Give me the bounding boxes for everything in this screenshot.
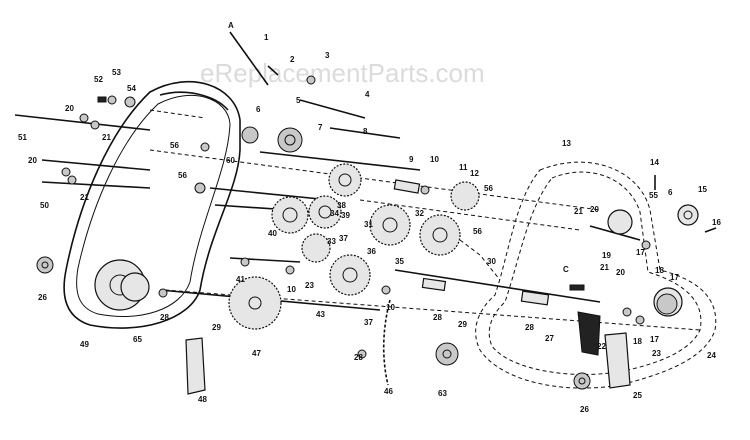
callout-41: 41 bbox=[236, 275, 245, 284]
callout-12: 12 bbox=[470, 169, 479, 178]
callout-60: 60 bbox=[226, 156, 235, 165]
callout-23-left: 23 bbox=[305, 281, 314, 290]
callout-35: 35 bbox=[395, 257, 404, 266]
callout-29-right: 29 bbox=[458, 320, 467, 329]
callout-63: 63 bbox=[438, 389, 447, 398]
callout-20-c: 20 bbox=[590, 205, 599, 214]
callout-56-a: 56 bbox=[170, 141, 179, 150]
callout-33: 33 bbox=[327, 237, 336, 246]
drive-chain bbox=[382, 239, 501, 386]
callout-54: 54 bbox=[127, 84, 136, 93]
callout-20-d: 20 bbox=[616, 268, 625, 277]
callout-8: 8 bbox=[363, 127, 368, 136]
callout-48: 48 bbox=[198, 395, 207, 404]
callout-39: 39 bbox=[341, 211, 350, 220]
callout-labels: A C 1 2 3 4 5 6 6 7 8 9 10 10 10 11 12 1… bbox=[18, 21, 721, 414]
left-chain-case bbox=[63, 80, 241, 329]
callout-51: 51 bbox=[18, 133, 27, 142]
callout-A: A bbox=[228, 21, 234, 30]
callout-52: 52 bbox=[94, 75, 103, 84]
callout-25: 25 bbox=[633, 391, 642, 400]
callout-26-right: 26 bbox=[580, 405, 589, 414]
callout-6-right: 6 bbox=[668, 188, 673, 197]
callout-19: 19 bbox=[602, 251, 611, 260]
callout-31: 31 bbox=[364, 220, 373, 229]
callout-37-low: 37 bbox=[364, 318, 373, 327]
callout-46: 46 bbox=[384, 387, 393, 396]
callout-C: C bbox=[563, 265, 569, 274]
callout-18-b: 18 bbox=[633, 337, 642, 346]
watermark: eReplacementParts.com bbox=[200, 58, 485, 88]
callout-2: 2 bbox=[290, 55, 295, 64]
callout-32: 32 bbox=[415, 209, 424, 218]
callout-20-a: 20 bbox=[65, 104, 74, 113]
small-hardware bbox=[61, 65, 717, 395]
callout-23-right: 23 bbox=[652, 349, 661, 358]
callout-15: 15 bbox=[698, 185, 707, 194]
callout-13: 13 bbox=[562, 139, 571, 148]
callout-3: 3 bbox=[325, 51, 330, 60]
callout-21-d: 21 bbox=[600, 263, 609, 272]
callout-17-c: 17 bbox=[650, 335, 659, 344]
callout-30: 30 bbox=[487, 257, 496, 266]
callout-36: 36 bbox=[367, 247, 376, 256]
callout-18-a: 18 bbox=[655, 266, 664, 275]
callout-21-c: 21 bbox=[574, 207, 583, 216]
callout-4: 4 bbox=[365, 90, 370, 99]
callout-17-b: 17 bbox=[636, 248, 645, 257]
callout-56-c: 56 bbox=[484, 184, 493, 193]
gears-sprockets bbox=[36, 126, 699, 390]
callout-28-d: 28 bbox=[525, 323, 534, 332]
callout-28-c: 28 bbox=[433, 313, 442, 322]
callout-7: 7 bbox=[318, 123, 323, 132]
callout-21-a: 21 bbox=[102, 133, 111, 142]
callout-22: 22 bbox=[597, 342, 606, 351]
callout-56-d: 56 bbox=[473, 227, 482, 236]
callout-10-low: 10 bbox=[386, 303, 395, 312]
callout-17-a: 17 bbox=[670, 273, 679, 282]
callout-65: 65 bbox=[133, 335, 142, 344]
callout-50: 50 bbox=[40, 201, 49, 210]
callout-29-left: 29 bbox=[212, 323, 221, 332]
callout-14: 14 bbox=[650, 158, 659, 167]
callout-28-b: 28 bbox=[354, 353, 363, 362]
callout-21-b: 21 bbox=[80, 193, 89, 202]
callout-38: 38 bbox=[337, 201, 346, 210]
callout-10-top: 10 bbox=[430, 155, 439, 164]
callout-6-left: 6 bbox=[256, 105, 261, 114]
callout-5: 5 bbox=[296, 96, 301, 105]
callout-20-b: 20 bbox=[28, 156, 37, 165]
callout-27: 27 bbox=[545, 334, 554, 343]
callout-43: 43 bbox=[316, 310, 325, 319]
callout-1: 1 bbox=[264, 33, 269, 42]
callout-55: 55 bbox=[649, 191, 658, 200]
callout-16: 16 bbox=[712, 218, 721, 227]
callout-37-top: 37 bbox=[339, 234, 348, 243]
callout-47: 47 bbox=[252, 349, 261, 358]
callout-11: 11 bbox=[459, 163, 468, 172]
callout-10-mid: 10 bbox=[287, 285, 296, 294]
callout-34: 34 bbox=[330, 209, 339, 218]
callout-24: 24 bbox=[707, 351, 716, 360]
callout-56-b: 56 bbox=[178, 171, 187, 180]
callout-49: 49 bbox=[80, 340, 89, 349]
callout-28-a: 28 bbox=[160, 313, 169, 322]
callout-40: 40 bbox=[268, 229, 277, 238]
callout-9: 9 bbox=[409, 155, 414, 164]
callout-26-left: 26 bbox=[38, 293, 47, 302]
callout-53: 53 bbox=[112, 68, 121, 77]
